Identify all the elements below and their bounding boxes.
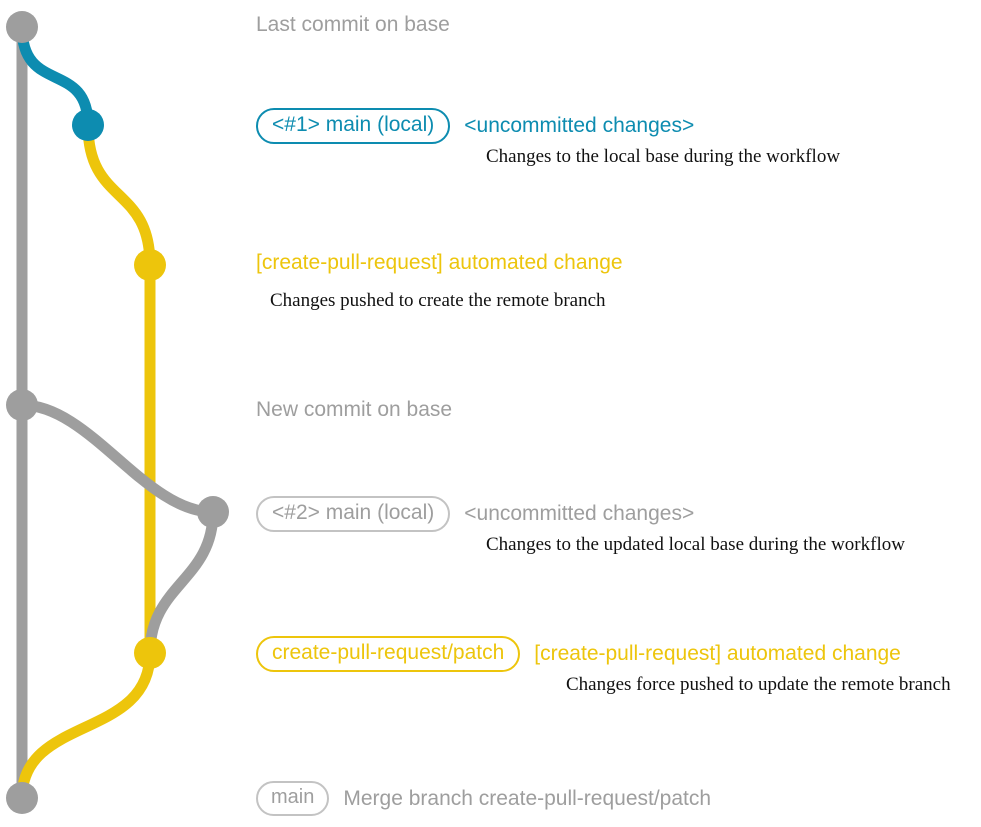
commit-subject-patch-2: [create-pull-request] automated change	[534, 642, 901, 666]
commit-subject-local-2: <uncommitted changes>	[464, 502, 695, 526]
branch-pill-create-pull-request-patch[interactable]: create-pull-request/patch	[256, 636, 521, 673]
commit-node-base-last[interactable]	[6, 11, 38, 43]
edge-patch-2-to-merge	[16, 647, 156, 804]
commit-node-local-2[interactable]	[197, 496, 229, 528]
commit-node-local-1[interactable]	[72, 109, 104, 141]
branch-pill-main-local-1[interactable]: <#1> main (local)	[256, 108, 451, 145]
branch-pill-main[interactable]: main	[256, 781, 330, 816]
commit-label-patch-2: create-pull-request/patch [create-pull-r…	[256, 636, 901, 673]
commit-subject-patch-1: [create-pull-request] automated change	[256, 251, 623, 274]
note-new-commit-on-base: New commit on base	[256, 398, 453, 421]
commit-subject-merge: Merge branch create-pull-request/patch	[343, 786, 712, 810]
edge-local-2-to-patch-2	[144, 506, 219, 659]
edge-base-to-local-2	[16, 399, 219, 518]
commit-description-local-2: Changes to the updated local base during…	[486, 534, 905, 555]
commit-node-base-merge[interactable]	[6, 782, 38, 814]
commit-node-patch-2[interactable]	[134, 637, 166, 669]
note-last-commit-on-base: Last commit on base	[256, 13, 450, 36]
commit-description-patch-2: Changes force pushed to update the remot…	[566, 674, 951, 695]
commit-label-local-1: <#1> main (local) <uncommitted changes>	[256, 108, 695, 145]
commit-subject-local-1: <uncommitted changes>	[464, 114, 695, 138]
commit-node-base-new[interactable]	[6, 389, 38, 421]
edge-local-1-to-patch-1	[82, 119, 156, 271]
commit-description-local-1: Changes to the local base during the wor…	[486, 146, 841, 167]
commit-node-patch-1[interactable]	[134, 249, 166, 281]
commit-description-patch-1: Changes pushed to create the remote bran…	[270, 290, 606, 311]
commit-label-merge: main Merge branch create-pull-request/pa…	[256, 781, 711, 816]
edge-base-to-local-1	[16, 21, 94, 131]
commit-label-patch-1: [create-pull-request] automated change	[256, 251, 623, 275]
commit-label-local-2: <#2> main (local) <uncommitted changes>	[256, 496, 695, 533]
branch-pill-main-local-2[interactable]: <#2> main (local)	[256, 496, 451, 533]
